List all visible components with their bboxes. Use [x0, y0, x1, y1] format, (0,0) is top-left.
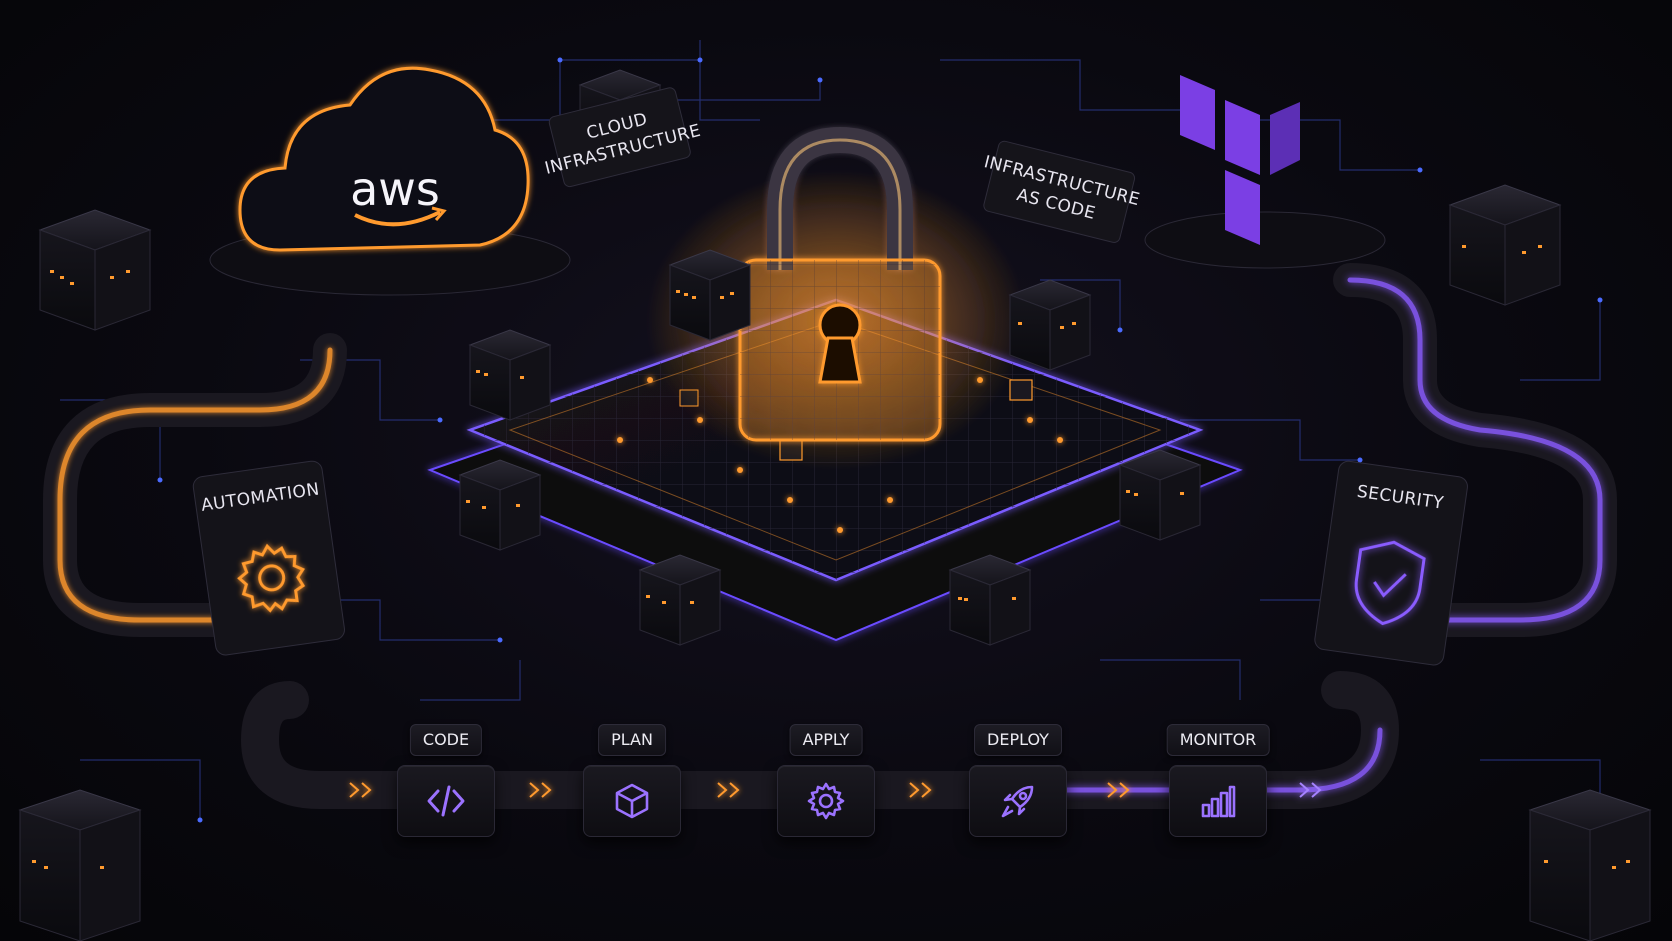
server-cube — [458, 459, 542, 551]
server-cube — [948, 554, 1032, 646]
bar-chart-icon — [1201, 785, 1236, 818]
stage-tile-monitor — [1169, 765, 1267, 837]
stage-label-deploy: DEPLOY — [974, 724, 1062, 756]
stage-tile-deploy — [969, 765, 1067, 837]
gear-icon — [237, 543, 306, 613]
server-cubes — [18, 69, 1652, 941]
server-cube — [638, 554, 722, 646]
automation-card: AUTOMATION — [192, 460, 345, 656]
padlock-icon — [646, 126, 1026, 470]
stage-label-apply: APPLY — [789, 724, 863, 756]
server-rack — [1528, 789, 1652, 941]
server-cube — [1008, 279, 1092, 371]
stage-tile-code — [397, 765, 495, 837]
stage-tile-plan — [583, 765, 681, 837]
pipe-chevrons-purple — [1299, 782, 1322, 798]
server-cube — [1118, 449, 1202, 541]
stage-label-code: CODE — [409, 724, 483, 756]
cloud-infrastructure-tag: CLOUD INFRASTRUCTURE — [543, 87, 703, 188]
server-rack — [18, 789, 142, 941]
stage-label-monitor: MONITOR — [1166, 724, 1270, 756]
server-rack — [1448, 184, 1562, 306]
code-icon — [427, 785, 465, 817]
server-cube — [468, 329, 552, 421]
rocket-icon — [1001, 785, 1034, 818]
pipe-chevrons — [349, 782, 1130, 798]
iac-tag: INFRASTRUCTURE AS CODE — [982, 140, 1142, 243]
server-cube — [668, 249, 752, 341]
cube-icon — [615, 783, 649, 819]
stage-label-plan: PLAN — [598, 724, 666, 756]
gear-icon — [807, 782, 845, 820]
aws-cloud: aws — [209, 66, 571, 296]
security-card: SECURITY — [1314, 460, 1468, 666]
aws-logo: aws — [350, 162, 440, 216]
shield-icon — [1354, 540, 1426, 626]
stage-tile-apply — [777, 765, 875, 837]
terraform-logo — [1144, 75, 1386, 269]
server-rack — [38, 209, 152, 331]
